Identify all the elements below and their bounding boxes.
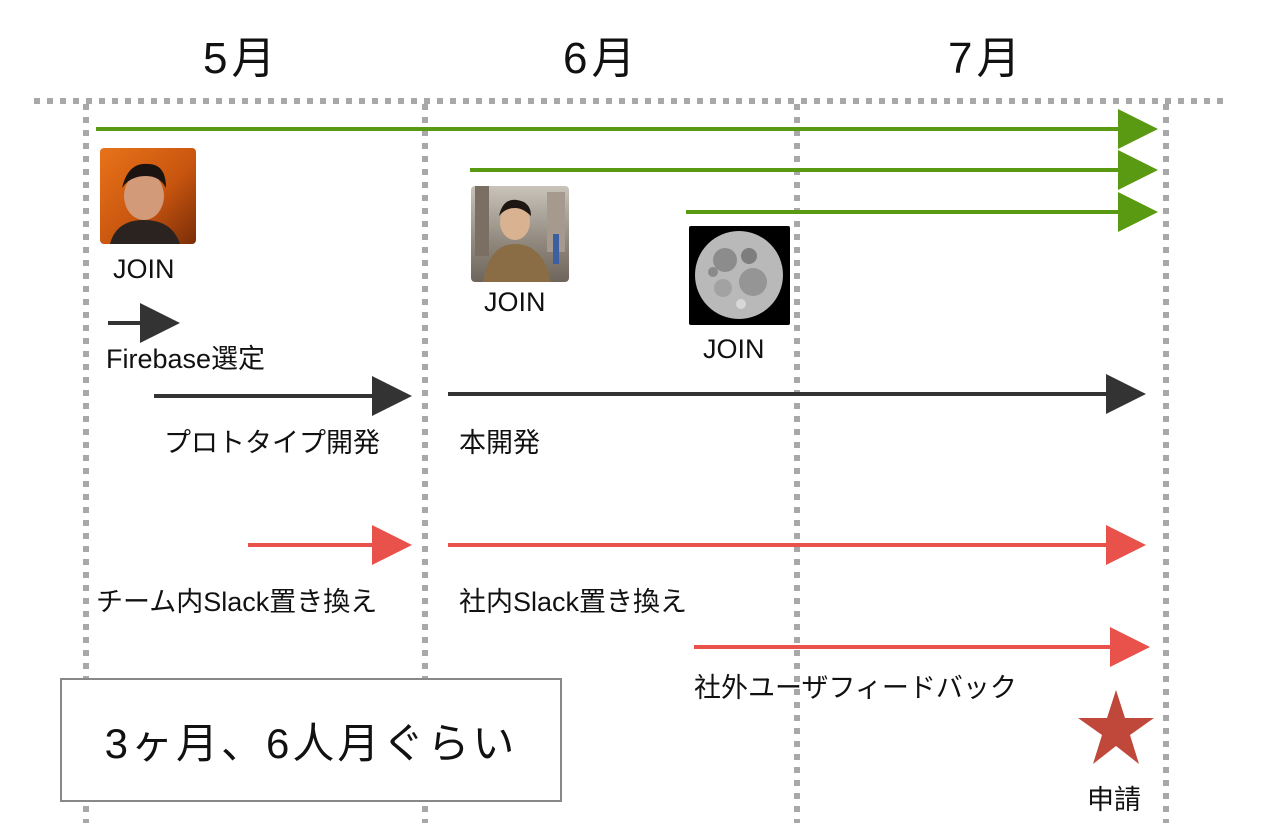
member-photo-1 [100, 148, 196, 244]
task-label-external-feedback: 社外ユーザフィードバック [694, 673, 1017, 703]
month-label-july: 7月 [948, 34, 1025, 83]
member-join-label-3: JOIN [703, 334, 765, 364]
month-label-june: 6月 [563, 34, 640, 83]
member-join-label-1: JOIN [113, 254, 175, 284]
summary-text: 3ヶ月、6人月ぐらい [104, 719, 518, 767]
task-label-prototype: プロトタイプ開発 [164, 428, 380, 458]
moon-photo-icon [695, 231, 783, 319]
milestone-star [1076, 688, 1156, 768]
person-photo-2-icon [475, 186, 565, 282]
star-icon [1078, 690, 1154, 764]
task-label-company-slack: 社内Slack置き換え [459, 587, 688, 617]
task-label-firebase: Firebase選定 [106, 344, 266, 374]
task-label-main-dev: 本開発 [459, 428, 540, 458]
task-label-team-slack: チーム内Slack置き換え [96, 587, 378, 617]
person-photo-1-icon [110, 163, 180, 244]
member-join-label-2: JOIN [484, 287, 546, 317]
member-photo-3 [689, 226, 790, 325]
member-photo-2 [471, 186, 569, 282]
month-label-may: 5月 [203, 34, 280, 83]
summary-box: 3ヶ月、6人月ぐらい [60, 678, 562, 802]
milestone-label: 申請 [1087, 785, 1141, 815]
